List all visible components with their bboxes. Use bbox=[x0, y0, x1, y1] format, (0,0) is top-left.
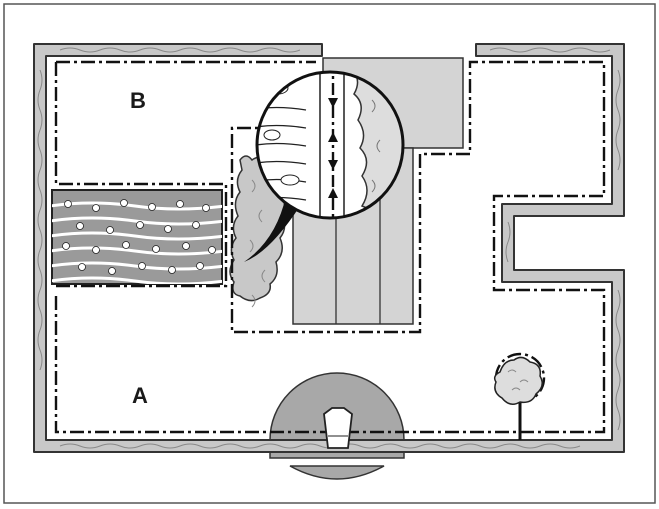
flower-bed bbox=[51, 189, 223, 285]
boundary-wire-zone-b bbox=[54, 60, 316, 288]
boundary-wire-main bbox=[54, 60, 606, 434]
shrub-texture bbox=[249, 179, 266, 308]
patio-step bbox=[289, 465, 385, 480]
hedge-texture bbox=[37, 47, 621, 449]
direction-arrow-icon bbox=[328, 98, 338, 198]
charging-station-icon bbox=[323, 407, 353, 449]
zone-label-a: A bbox=[132, 383, 148, 408]
magnifier-detail bbox=[255, 70, 405, 220]
tree-icon bbox=[493, 356, 543, 440]
magnifier-pointer bbox=[244, 196, 300, 262]
zone-label-b: B bbox=[130, 88, 146, 113]
